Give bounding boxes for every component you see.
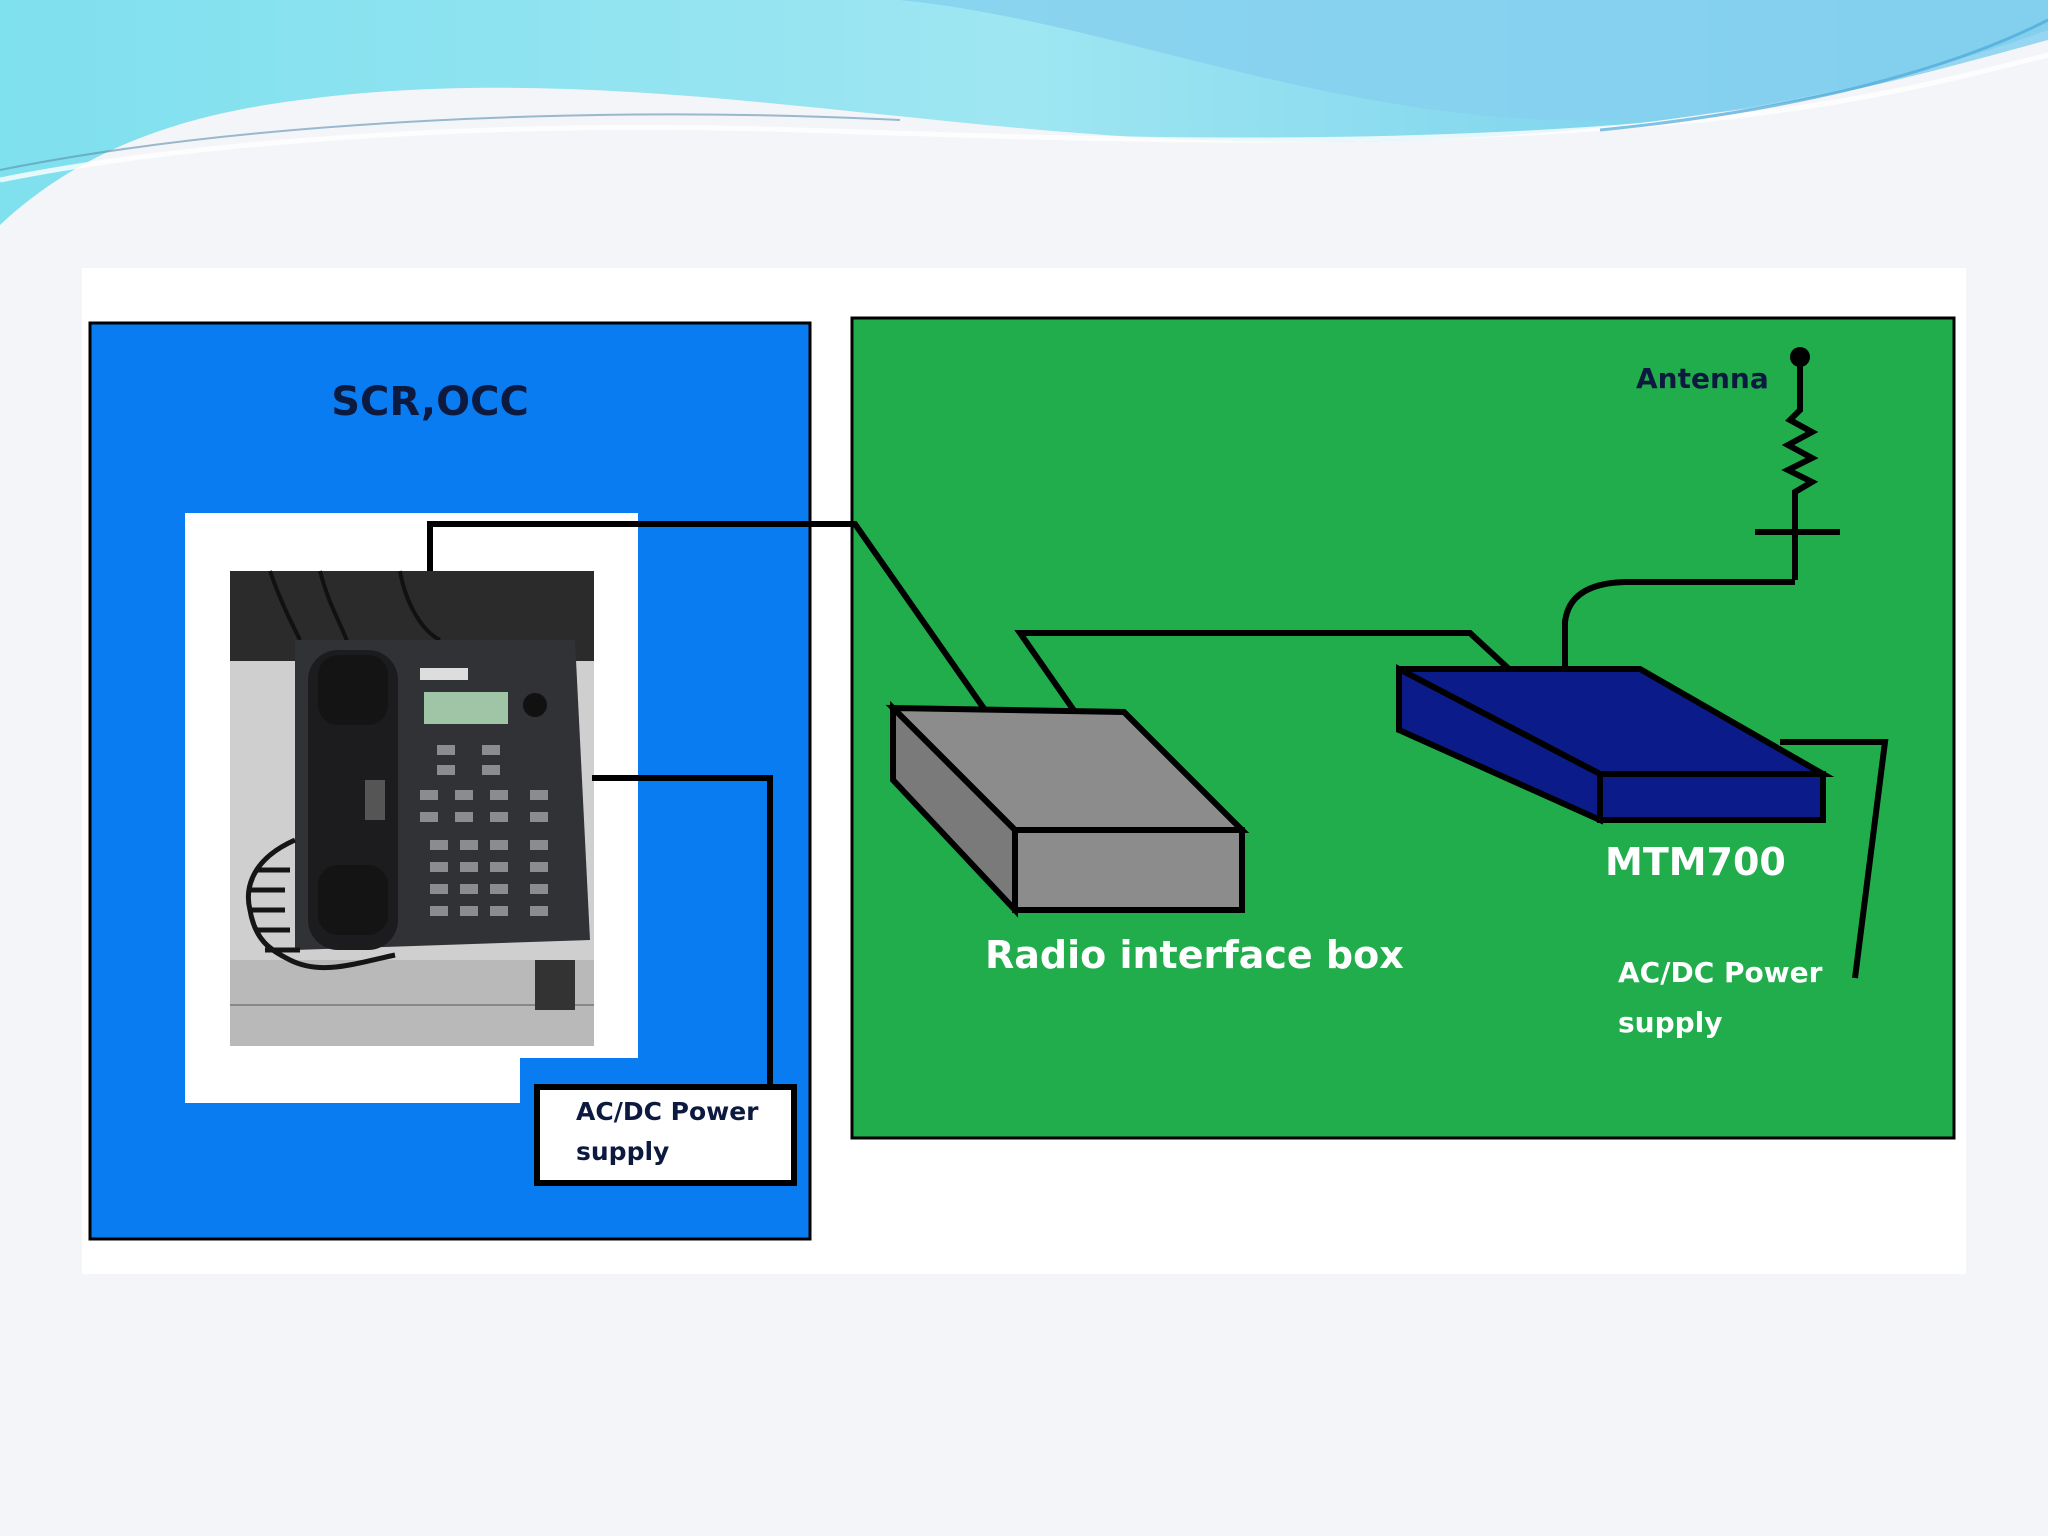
scr-occ-title: SCR,OCC bbox=[331, 379, 529, 425]
antenna-label: Antenna bbox=[1636, 362, 1769, 395]
radio-box-label: Radio interface box bbox=[985, 933, 1404, 977]
phone-power-label-line2: supply bbox=[576, 1137, 669, 1166]
mtm-power-label-line2: supply bbox=[1618, 1006, 1723, 1039]
mtm-power-label-line1: AC/DC Power bbox=[1618, 956, 1823, 989]
phone-power-label-line1: AC/DC Power bbox=[576, 1097, 759, 1126]
desk-phone-image bbox=[230, 571, 594, 1046]
mtm700-label: MTM700 bbox=[1605, 840, 1786, 884]
